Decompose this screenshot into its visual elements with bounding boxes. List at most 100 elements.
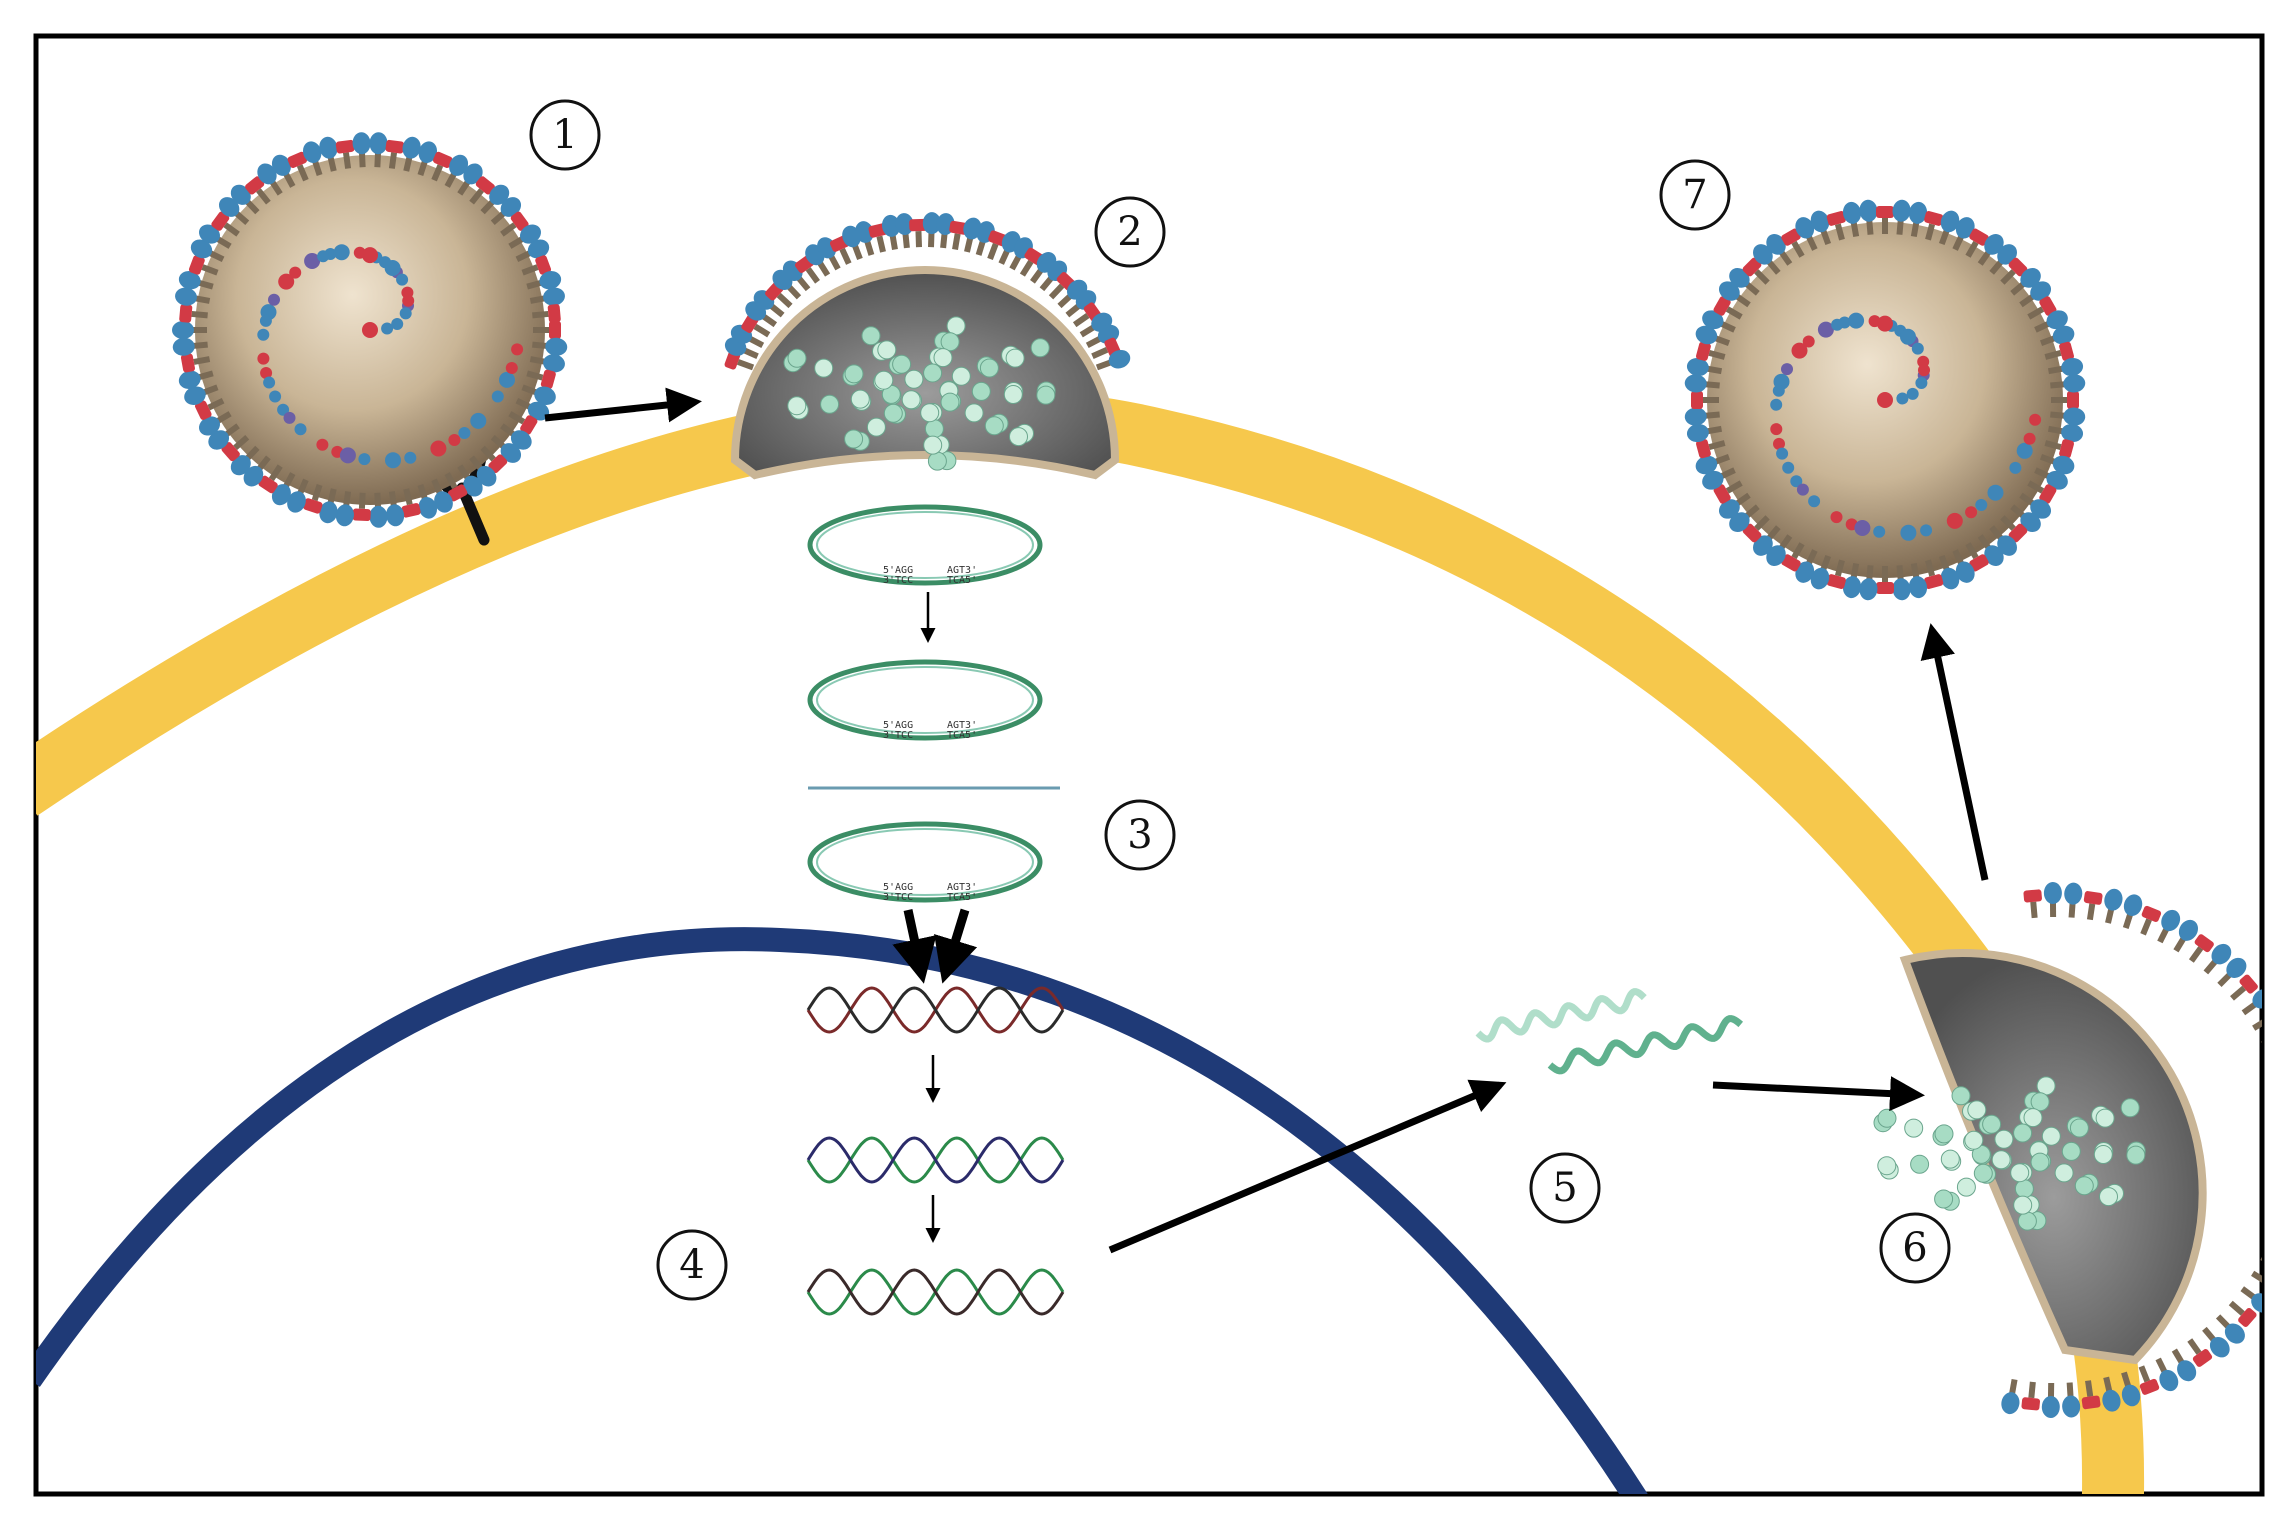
surface-dot [391,318,404,330]
surface-dot [1900,524,1917,541]
svg-text:5'AGG: 5'AGG [883,720,913,731]
svg-text:AGT3': AGT3' [947,720,977,731]
svg-text:TCA5': TCA5' [947,892,977,903]
surface-dot [384,260,401,276]
rna-bead [2093,1145,2113,1164]
surface-dot [1896,392,1909,405]
surface-spike [529,354,565,373]
surface-dot [1946,512,1963,529]
surface-spike [2027,296,2057,320]
surface-spike [2274,1059,2285,1087]
surface-spike [1989,525,2017,556]
rna-bead [2023,1108,2043,1128]
surface-dot [339,447,356,464]
surface-spike [1876,566,1894,594]
rna-bead [2030,1092,2050,1112]
surface-spike [2279,1197,2285,1221]
surface-dot [1854,520,1871,536]
surface-spike [2138,1365,2160,1395]
surface-spike [529,287,565,306]
rna-bead [1967,1100,1987,1120]
surface-spike [1753,525,1781,556]
surface-spike [2217,957,2247,988]
rna-bead [923,435,943,455]
surface-spike [922,212,941,248]
surface-spike [2021,1381,2041,1411]
rna-bead [2054,1163,2074,1183]
surface-spike [1892,199,1911,235]
surface-spike [188,255,219,276]
surface-spike [178,370,214,389]
surface-spike [1859,199,1878,235]
arrow-icon [1108,1079,1507,1254]
surface-dot [1770,423,1783,436]
surface-spike [335,491,354,527]
rna-bead [1877,1108,1897,1128]
surface-spike [2039,453,2075,475]
surface-spike [1766,534,1793,567]
surface-dot [1772,384,1785,397]
surface-spike [2267,1039,2285,1069]
surface-spike [2051,391,2079,409]
surface-dot [289,266,302,279]
surface-spike [431,478,453,513]
svg-text:3: 3 [1127,812,1152,858]
surface-spike [2122,894,2143,929]
surface-dot [1808,495,1821,508]
surface-spike [417,484,438,519]
svg-text:4: 4 [679,1242,704,1288]
surface-spike [2023,889,2042,919]
surface-spike [335,139,355,169]
surface-spike [532,337,568,356]
surface-dot [402,294,415,307]
surface-dot [505,362,518,374]
surface-spike [2000,515,2028,543]
surface-spike [1686,357,1723,377]
surface-spike [230,184,260,215]
rna-bead [2095,1108,2115,1128]
surface-spike [490,434,522,463]
surface-spike [2203,943,2232,975]
surface-spike [369,132,388,168]
surface-spike [500,423,532,450]
surface-spike [2273,1215,2285,1243]
rna-bead [892,354,912,374]
surface-spike [1842,201,1862,238]
rna-bead [2030,1152,2050,1172]
rna-bead [883,403,903,423]
surface-spike [2019,281,2052,308]
rna-bead [924,419,944,439]
surface-spike [1859,565,1878,601]
surface-dot [1781,363,1793,376]
rna-bead [1005,348,1025,368]
virus-particle-icon [172,132,568,528]
surface-spike [2041,1382,2060,1418]
surface-spike [1729,268,1760,296]
surface-spike [1695,341,1726,361]
step-badge-4: 4 [656,1229,728,1301]
surface-spike [2039,325,2075,347]
surface-spike [402,136,421,172]
rna-bead [964,403,984,423]
surface-spike [352,132,371,168]
surface-spike [1965,542,1989,572]
surface-spike [526,271,562,290]
rna-bead [2017,1211,2037,1231]
surface-spike [526,369,556,389]
arrow-icon [892,909,937,984]
surface-spike [1729,504,1760,532]
surface-dot [1877,315,1893,332]
surface-spike [243,455,271,487]
virus-particle-icon [1873,882,2285,1418]
surface-spike [271,472,296,506]
step-badge-1: 1 [529,99,601,171]
surface-spike [175,287,211,306]
surface-spike [2280,1081,2285,1105]
surface-spike [386,491,405,527]
surface-dot [458,427,471,439]
surface-spike [2252,1017,2262,1031]
rna-bead [850,389,870,409]
surface-dot [1790,475,1803,488]
